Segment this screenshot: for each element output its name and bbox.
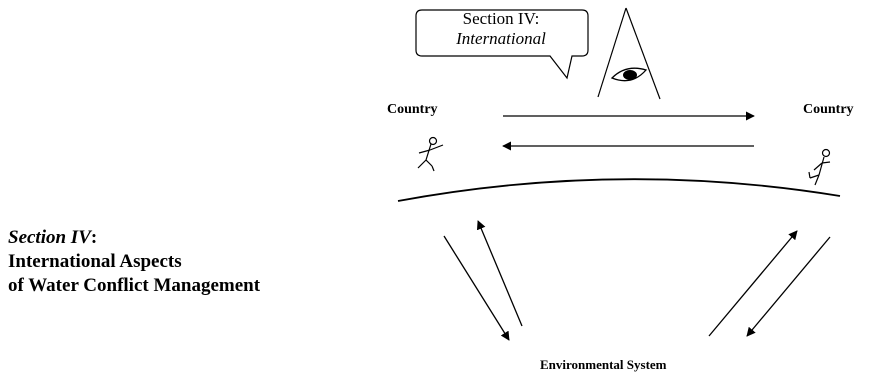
ground-arc xyxy=(397,178,841,202)
section-title-line-3: of Water Conflict Management xyxy=(8,275,261,296)
country-label-left: Country xyxy=(387,102,438,117)
eye-in-triangle-icon xyxy=(597,7,661,100)
section-title-prefix: Section IV xyxy=(8,227,91,248)
section-title-line-2: International Aspects xyxy=(8,251,182,272)
section-title-colon: : xyxy=(90,227,98,248)
arrow-country-to-environment-left xyxy=(443,235,510,341)
stick-figure-icon xyxy=(808,148,831,186)
stick-figure-icon xyxy=(417,136,444,172)
arrow-environment-to-country-left xyxy=(476,220,523,327)
environment-label: Environmental System xyxy=(540,357,667,372)
speech-bubble xyxy=(415,9,589,80)
arrow-environment-to-country-right xyxy=(708,230,798,337)
speech-bubble-text: Section IV: International xyxy=(414,9,588,49)
country-label-right: Country xyxy=(803,102,854,117)
arrow-country-to-environment-right xyxy=(746,236,831,337)
bubble-line-2: International xyxy=(456,29,546,48)
section-title: Section IV: International Aspects of Wat… xyxy=(8,226,260,298)
bubble-line-1: Section IV: xyxy=(462,9,540,28)
